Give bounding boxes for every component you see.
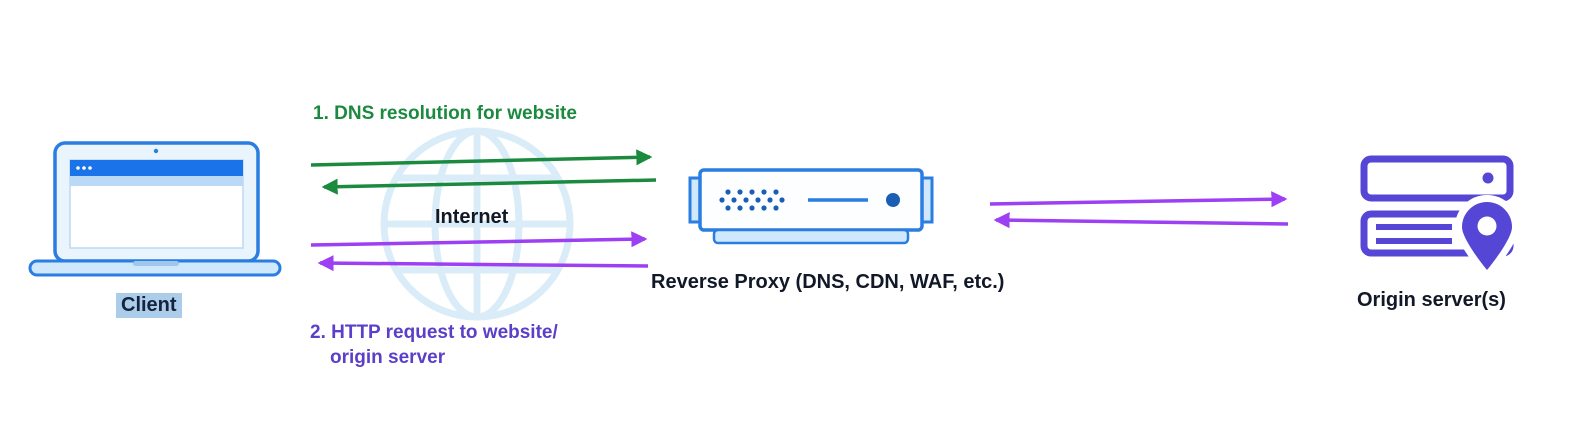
server-stack-location-icon xyxy=(1360,155,1519,277)
laptop-icon xyxy=(28,141,282,277)
dns-response-arrow xyxy=(321,178,657,195)
http-origin-arrows xyxy=(989,191,1289,229)
origin-to-proxy-arrow xyxy=(993,212,1289,229)
network-appliance-icon xyxy=(688,168,934,245)
http-client-arrows xyxy=(310,231,649,272)
dns-request-arrow xyxy=(310,149,653,167)
client-label-highlight: Client xyxy=(116,293,182,318)
appliance-dot-pattern xyxy=(719,189,785,211)
dns-flow-label: 1. DNS resolution for website xyxy=(313,103,577,124)
http-flow-label-line2: origin server xyxy=(330,347,446,368)
reverse-proxy-label: Reverse Proxy (DNS, CDN, WAF, etc.) xyxy=(651,271,1005,293)
http-flow-label-line1: 2. HTTP request to website/ xyxy=(310,322,558,343)
internet-label: Internet xyxy=(435,206,509,228)
origin-server-label: Origin server(s) xyxy=(1357,289,1506,311)
globe-icon xyxy=(380,127,574,321)
proxy-to-origin-arrow xyxy=(989,191,1288,208)
http-response-arrow xyxy=(317,255,649,272)
client-label: Client xyxy=(116,293,182,318)
http-request-arrow xyxy=(310,231,648,248)
location-pin-icon xyxy=(1455,195,1519,277)
dns-arrows xyxy=(310,149,657,195)
